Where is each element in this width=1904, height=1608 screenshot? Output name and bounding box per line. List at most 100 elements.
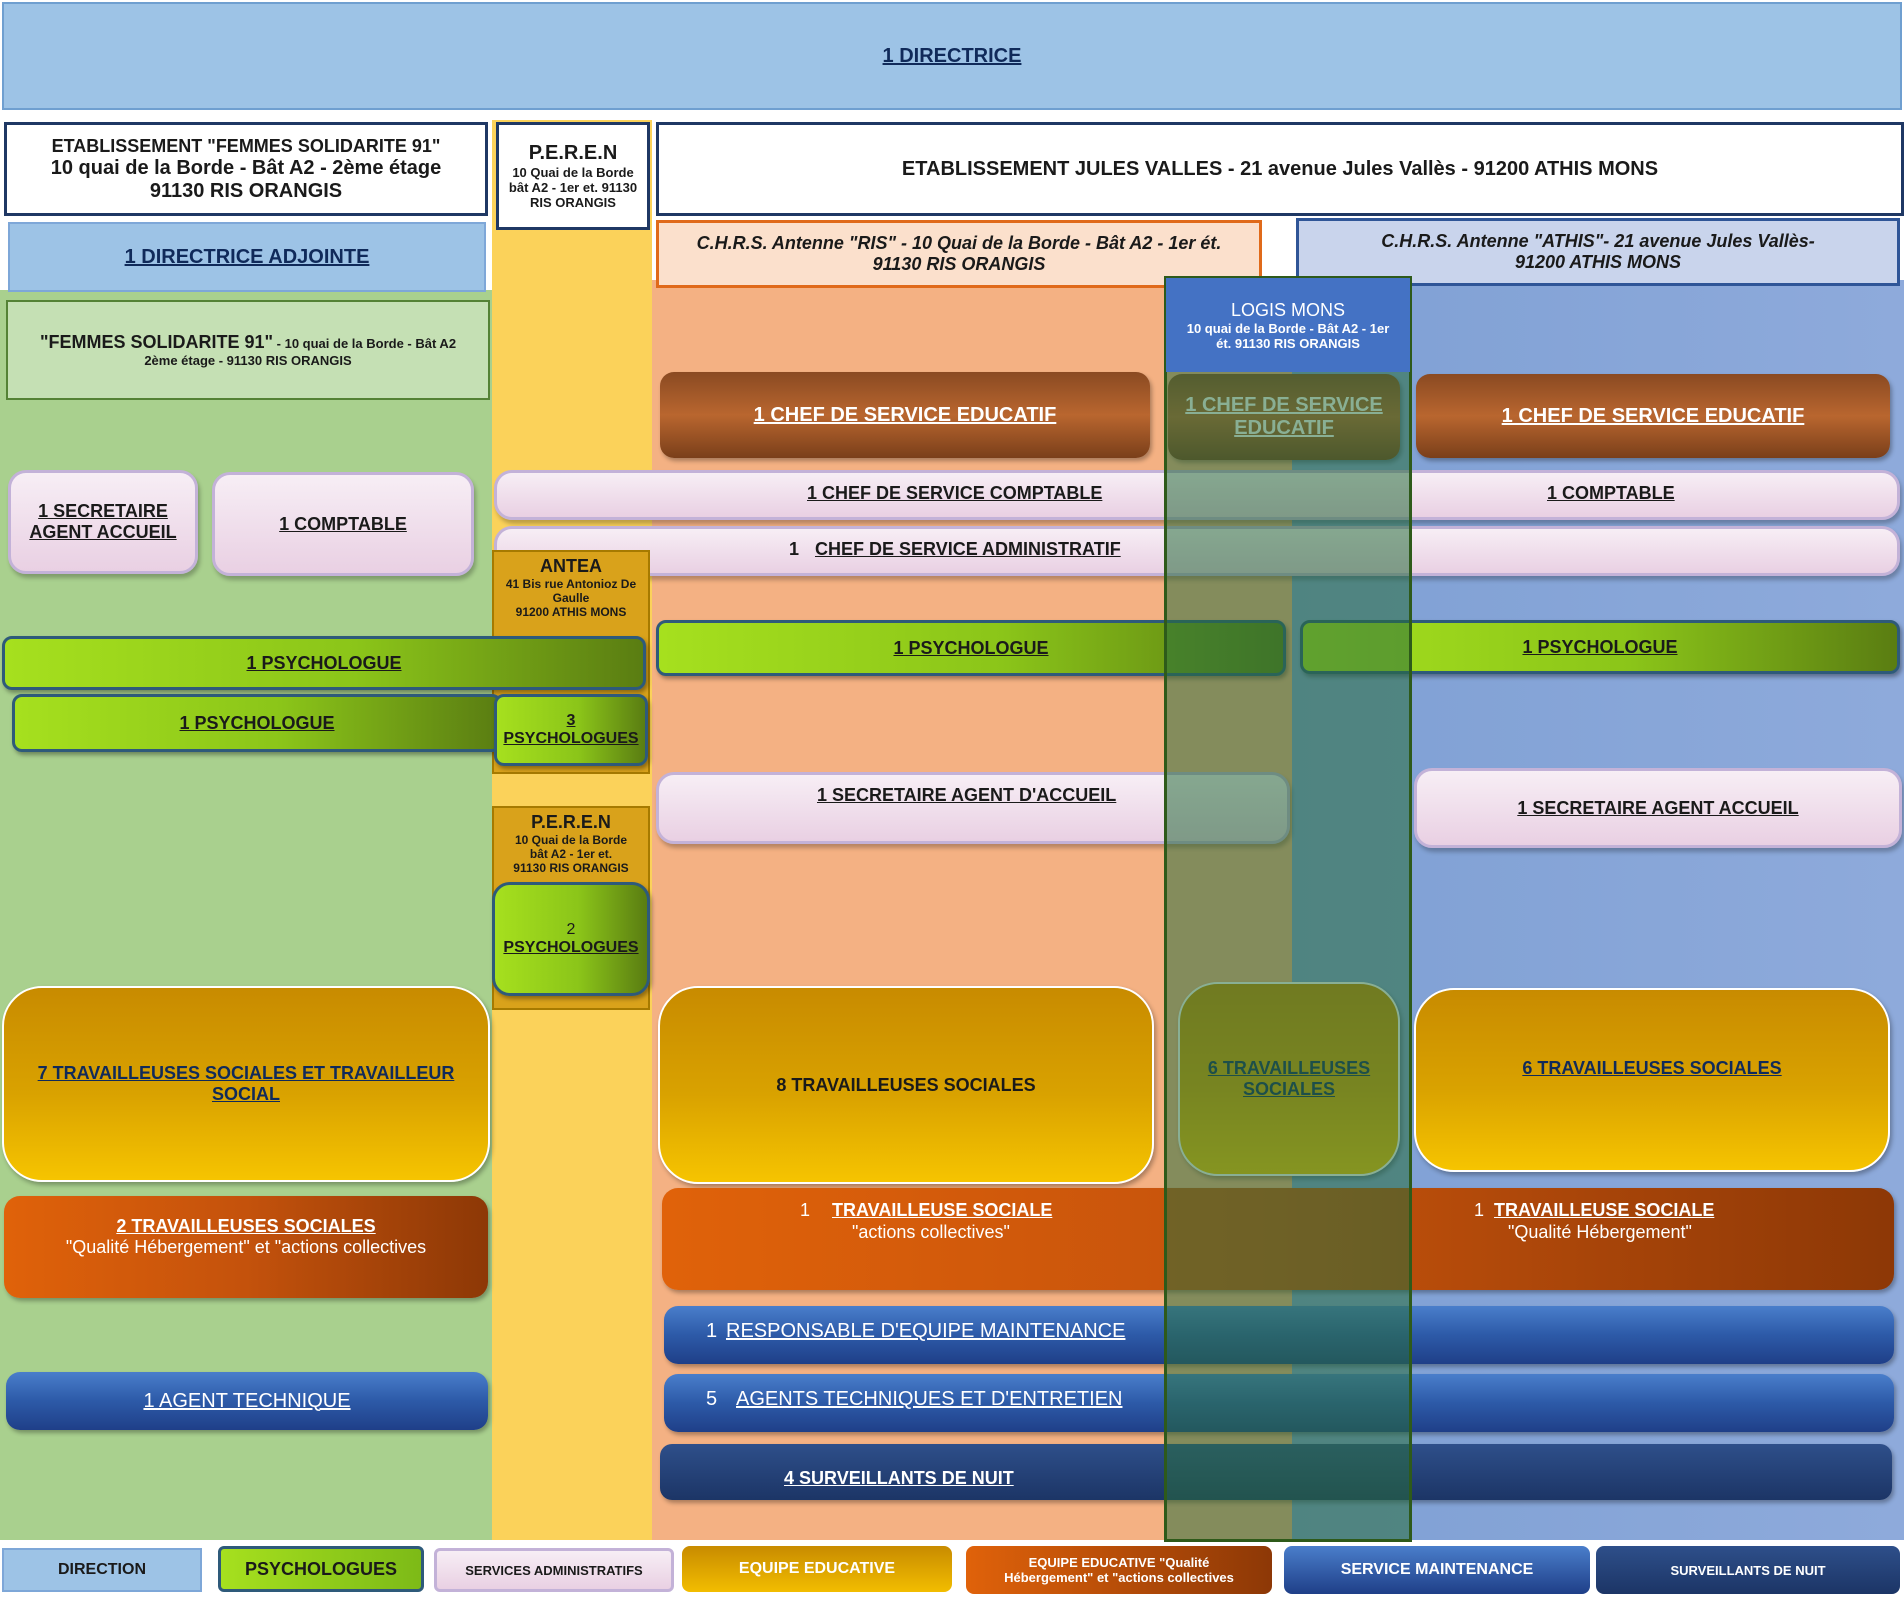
maint-label: RESPONSABLE D'EQUIPE MAINTENANCE [726,1320,1126,1342]
logis-title: LOGIS MONS [1230,299,1346,320]
peren-mid-address1: 10 Quai de la Borde [514,833,628,847]
etablissement-jules-valles: ETABLISSEMENT JULES VALLES - 21 avenue J… [656,122,1904,216]
legend-direction-label: DIRECTION [58,1561,146,1578]
ts2-fs-title: 2 TRAVAILLEUSES SOCIALES [116,1216,376,1236]
fs91-box: "FEMMES SOLIDARITE 91" - 10 quai de la B… [6,300,490,400]
chef-service-educatif-athis: 1 CHEF DE SERVICE EDUCATIF [1416,374,1890,458]
chef-service-educatif-ris: 1 CHEF DE SERVICE EDUCATIF [660,372,1150,458]
psychologues-peren: 2 PSYCHOLOGUES [492,882,650,996]
directrice-label: 1 DIRECTRICE [882,44,1022,67]
legend-edu-label: EQUIPE EDUCATIVE [738,1560,896,1577]
comptable-fs-label: 1 COMPTABLE [279,513,407,534]
ts-ris-title: TRAVAILLEUSE SOCIALE [832,1200,1053,1220]
secretaire-agent-accueil-fs91: 1 SECRETAIRE AGENT ACCUEIL [8,470,198,574]
chef-comptable-label: 1 CHEF DE SERVICE COMPTABLE [807,483,1103,503]
travailleuses-sociales-logis: 6 TRAVAILLEUSES SOCIALES [1178,982,1400,1176]
etablissement-fs91: ETABLISSEMENT "FEMMES SOLIDARITE 91" 10 … [4,122,488,216]
ts-athis-number: 1 [1474,1200,1485,1220]
peren-top-title: P.E.R.E.N [528,142,618,164]
psy-athis-label: 1 PSYCHOLOGUE [1522,636,1678,657]
legend-psy-label: PSYCHOLOGUES [244,1558,398,1579]
legend-maint-label: SERVICE MAINTENANCE [1340,1561,1534,1578]
psy-ris-label: 1 PSYCHOLOGUE [893,637,1049,658]
travailleuses-sociales-fs91: 7 TRAVAILLEUSES SOCIALES ET TRAVAILLEUR … [2,986,490,1182]
etab-fs91-line2: 10 quai de la Borde - Bât A2 - 2ème étag… [50,156,442,179]
chrs-athis-box: C.H.R.S. Antenne "ATHIS"- 21 avenue Jule… [1296,218,1900,286]
secretaire-agent-accueil-athis: 1 SECRETAIRE AGENT ACCUEIL [1414,768,1902,848]
chef-service-educatif-logis: 1 CHEF DE SERVICE EDUCATIF [1168,374,1400,460]
psy-3-label: PSYCHOLOGUES [503,730,639,747]
chef-service-comptable-bar: 1 CHEF DE SERVICE COMPTABLE 1 COMPTABLE [494,470,1900,520]
legend-service-maintenance: SERVICE MAINTENANCE [1284,1546,1590,1594]
travailleuses-sociales-athis: 6 TRAVAILLEUSES SOCIALES [1414,988,1890,1172]
agent-tech-label: 1 AGENT TECHNIQUE [143,1389,351,1412]
fs91-address2: 2ème étage - 91130 RIS ORANGIS [144,353,352,368]
travailleuses-sociales-qualite-fs91: 2 TRAVAILLEUSES SOCIALES "Qualité Héberg… [4,1196,488,1298]
surveillants-de-nuit-bar: 4 SURVEILLANTS DE NUIT [660,1444,1892,1500]
responsable-equipe-maintenance-bar: 1 RESPONSABLE D'EQUIPE MAINTENANCE [664,1306,1894,1364]
logis-mons-header: LOGIS MONS 10 quai de la Borde - Bât A2 … [1166,278,1410,372]
secretaire-agent-accueil-ris: 1 SECRETAIRE AGENT D'ACCUEIL [656,772,1290,844]
peren-mid-address3: 91130 RIS ORANGIS [513,861,629,875]
secretaire-fs-label: 1 SECRETAIRE AGENT ACCUEIL [29,501,177,542]
sec-ris-label: 1 SECRETAIRE AGENT D'ACCUEIL [817,785,1117,805]
travailleuses-sociales-ris: 8 TRAVAILLEUSES SOCIALES [658,986,1154,1184]
ts-logis-label: 6 TRAVAILLEUSES SOCIALES [1207,1058,1371,1099]
ts-athis-label: 6 TRAVAILLEUSES SOCIALES [1522,1057,1782,1078]
legend-direction: DIRECTION [2,1548,202,1592]
surveillants-label: 4 SURVEILLANTS DE NUIT [784,1468,1014,1488]
psy-2-label: PSYCHOLOGUES [503,939,639,956]
ts-athis-title: TRAVAILLEUSE SOCIALE [1494,1200,1715,1220]
etab-fs91-line3: 91130 RIS ORANGIS [149,179,343,202]
chef-edu-logis-label: 1 CHEF DE SERVICE EDUCATIF [1185,394,1383,439]
chef-admin-label: CHEF DE SERVICE ADMINISTRATIF [815,539,1121,559]
etab-jv-text: ETABLISSEMENT JULES VALLES - 21 avenue J… [901,157,1659,180]
directrice-adjointe-label: 1 DIRECTRICE ADJOINTE [124,245,370,268]
ts-ris-sub: "actions collectives" [852,1222,1010,1242]
legend-admin-label: SERVICES ADMINISTRATIFS [465,1562,643,1578]
ts-ris-label: 8 TRAVAILLEUSES SOCIALES [776,1074,1036,1095]
legend-services-administratifs: SERVICES ADMINISTRATIFS [434,1548,674,1592]
agents-number: 5 [706,1388,718,1410]
legend-surveillants-de-nuit: SURVEILLANTS DE NUIT [1596,1546,1900,1594]
peren-mid-title: P.E.R.E.N [531,812,611,832]
antea-address2: 91200 ATHIS MONS [515,605,627,619]
psy-2-number: 2 [566,921,576,938]
chrs-ris-box: C.H.R.S. Antenne "RIS" - 10 Quai de la B… [656,220,1262,288]
etab-fs91-line1: ETABLISSEMENT "FEMMES SOLIDARITE 91" [51,135,441,156]
psychologue-fs91-wide: 1 PSYCHOLOGUE [2,636,646,690]
agents-techniques-bar: 5 AGENTS TECHNIQUES ET D'ENTRETIEN [664,1374,1894,1432]
agent-technique-fs91: 1 AGENT TECHNIQUE [6,1372,488,1430]
fs91-name: "FEMMES SOLIDARITE 91" [39,332,274,352]
maint-number: 1 [706,1320,718,1342]
legend-equipe-educative: EQUIPE EDUCATIVE [682,1546,952,1592]
peren-top-address: 10 Quai de la Borde bât A2 - 1er et. 911… [508,165,638,210]
psychologues-antea: 3 PSYCHOLOGUES [494,694,648,766]
psychologue-fs91: 1 PSYCHOLOGUE [12,694,502,752]
logis-address: 10 quai de la Borde - Bât A2 - 1er ét. 9… [1186,320,1390,351]
fs91-address1: - 10 quai de la Borde - Bât A2 [273,336,457,351]
peren-top-box: P.E.R.E.N 10 Quai de la Borde bât A2 - 1… [496,122,650,230]
peren-mid-address2: bât A2 - 1er et. [529,847,613,861]
psy-3-number: 3 [566,712,576,729]
chef-admin-number: 1 [789,539,800,559]
travailleuse-sociale-ris-athis-bar: 1 TRAVAILLEUSE SOCIALE "actions collecti… [662,1188,1894,1290]
chrs-athis-line1: C.H.R.S. Antenne "ATHIS"- 21 avenue Jule… [1381,231,1815,251]
ts-athis-sub: "Qualité Hébergement" [1508,1222,1692,1242]
sec-athis-label: 1 SECRETAIRE AGENT ACCUEIL [1517,797,1799,818]
psychologue-athis: 1 PSYCHOLOGUE [1300,620,1900,674]
psy-fs-label: 1 PSYCHOLOGUE [179,712,335,733]
ts-fs-label: 7 TRAVAILLEUSES SOCIALES ET TRAVAILLEUR … [37,1063,455,1104]
directrice-header: 1 DIRECTRICE [2,2,1902,110]
comptable-athis-label: 1 COMPTABLE [1547,483,1675,503]
directrice-adjointe-box: 1 DIRECTRICE ADJOINTE [8,222,486,292]
chrs-athis-line2: 91200 ATHIS MONS [1514,252,1682,272]
comptable-fs91: 1 COMPTABLE [212,472,474,576]
antea-address1: 41 Bis rue Antonioz De Gaulle [505,577,637,605]
agents-label: AGENTS TECHNIQUES ET D'ENTRETIEN [736,1388,1123,1410]
chrs-ris-line2: 91130 RIS ORANGIS [872,254,1046,274]
legend-night-label: SURVEILLANTS DE NUIT [1670,1562,1826,1578]
psy-fs-wide-label: 1 PSYCHOLOGUE [246,652,402,673]
antea-title: ANTEA [540,556,602,576]
ts-ris-number: 1 [800,1200,811,1220]
